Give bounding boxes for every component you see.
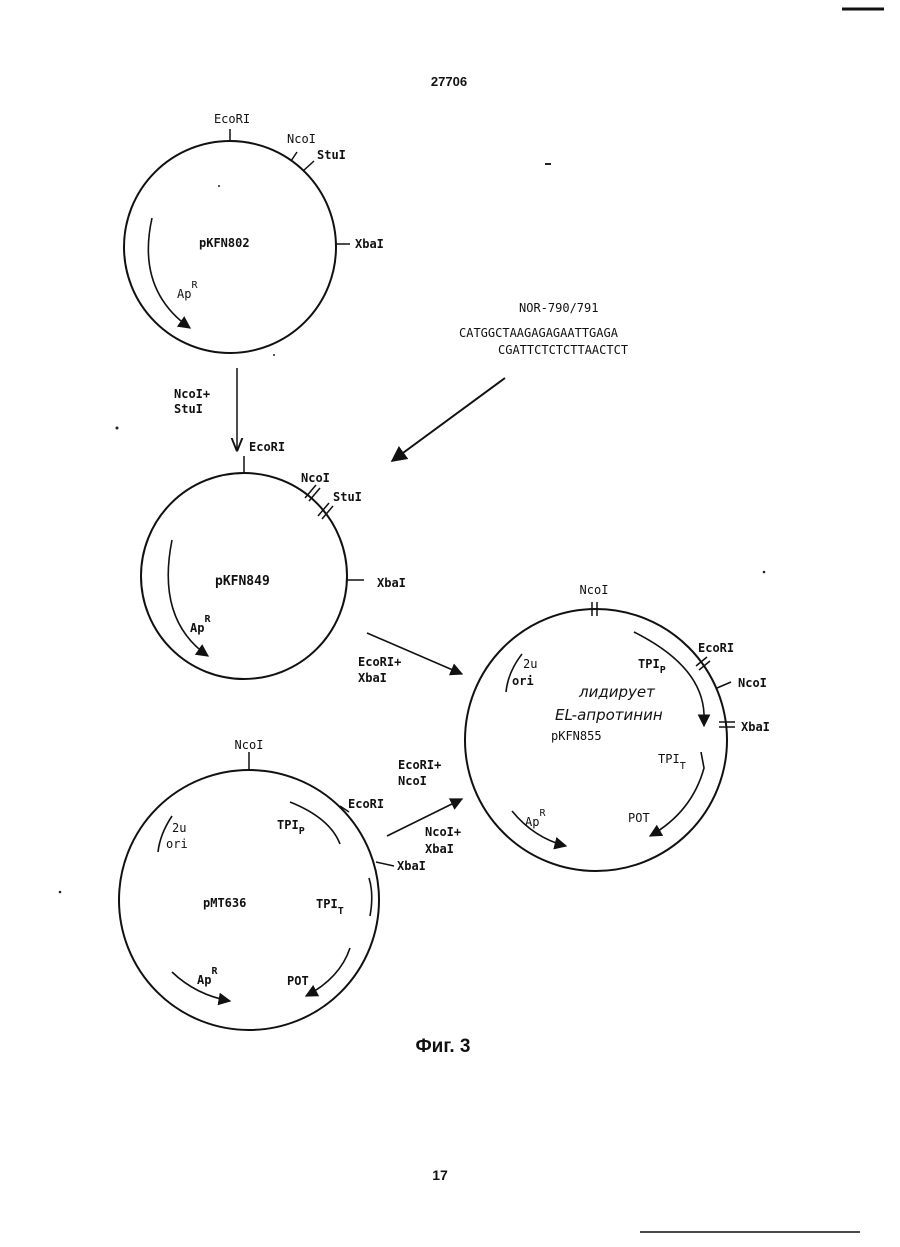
plasmid-name: pKFN849 — [215, 574, 270, 589]
step-3-line-2: NcoI — [398, 774, 427, 788]
site-tick-stui — [303, 161, 314, 171]
site-stui: StuI — [317, 148, 346, 162]
page-number-bottom: 17 — [432, 1167, 448, 1183]
element-ori: ori — [512, 674, 534, 688]
page-number-top: 27706 — [431, 74, 467, 89]
element-tpip: TPIP — [638, 657, 666, 676]
site-ncoi-top: NcoI — [580, 583, 609, 597]
figure-caption: Фиг. 3 — [415, 1036, 470, 1057]
plasmid-pkfn802: EcoRI NcoI StuI XbaI pKFN802 ApR — [124, 112, 384, 353]
step-4-line-2: XbaI — [425, 842, 454, 856]
element-tpit: TPIT — [316, 897, 344, 917]
apr-gene-arrow — [168, 540, 208, 656]
element-ori: ori — [166, 837, 188, 851]
plasmid-pkfn849: EcoRI NcoI StuI XbaI pKFN849 ApR — [141, 440, 406, 679]
site-ecori: EcoRI — [249, 440, 285, 454]
element-pot: POT — [287, 974, 309, 988]
step-2-line-1: EcoRI+ — [358, 655, 401, 669]
site-stui: StuI — [333, 490, 362, 504]
site-tick-ncoi-right — [717, 682, 731, 688]
plasmid-name: pKFN855 — [551, 729, 602, 743]
plasmid-circle — [119, 770, 379, 1030]
site-xbai: XbaI — [377, 576, 406, 590]
site-ecori: EcoRI — [698, 641, 734, 655]
step-1-line-2: StuI — [174, 402, 203, 416]
element-2u: 2u — [523, 657, 537, 671]
site-xbai: XbaI — [355, 237, 384, 251]
handwritten-line-1: лидирует — [578, 683, 656, 701]
marker-ap: ApR — [525, 808, 546, 829]
site-xbai: XbaI — [397, 859, 426, 873]
site-ncoi: NcoI — [235, 738, 264, 752]
step-4-line-1: NcoI+ — [425, 825, 461, 839]
marker-ap: ApR — [197, 966, 218, 987]
site-ecori: EcoRI — [348, 797, 384, 811]
site-xbai: XbaI — [741, 720, 770, 734]
step-1-line-1: NcoI+ — [174, 387, 210, 401]
site-ncoi-right: NcoI — [738, 676, 767, 690]
element-2u: 2u — [172, 821, 186, 835]
tpit-arc — [369, 878, 372, 916]
apr-gene-arrow — [148, 218, 190, 328]
oligo-name: NOR-790/791 — [519, 301, 598, 315]
oligo-strand-top: CATGGCTAAGAGAGAATTGAGA — [459, 326, 619, 340]
element-pot: POT — [628, 811, 650, 825]
site-tick-xbai — [376, 862, 394, 866]
step-2-line-2: XbaI — [358, 671, 387, 685]
site-tick-ncoi — [291, 152, 297, 161]
oligo-strand-bottom: CGATTCTCTCTTAACTCT — [498, 343, 628, 357]
plasmid-name: pMT636 — [203, 896, 246, 910]
handwritten-line-2: EL-апротинин — [555, 706, 663, 724]
plasmid-name: pKFN802 — [199, 236, 250, 250]
step-3-line-1: EcoRI+ — [398, 758, 441, 772]
site-ncoi: NcoI — [301, 471, 330, 485]
element-tpip: TPIP — [277, 818, 305, 837]
plasmid-pmt636: NcoI EcoRI XbaI 2u ori TPIP pMT636 TPIT … — [119, 738, 426, 1030]
site-ecori: EcoRI — [214, 112, 250, 126]
marker-ap: ApR — [190, 614, 211, 635]
marker-ap: ApR — [177, 280, 198, 301]
element-tpit: TPIT — [658, 752, 686, 772]
plasmid-pkfn855: NcoI EcoRI NcoI XbaI 2u ori TPIP лидируе… — [465, 583, 770, 871]
site-ncoi: NcoI — [287, 132, 316, 146]
oligo-insert-arrow — [392, 378, 505, 461]
